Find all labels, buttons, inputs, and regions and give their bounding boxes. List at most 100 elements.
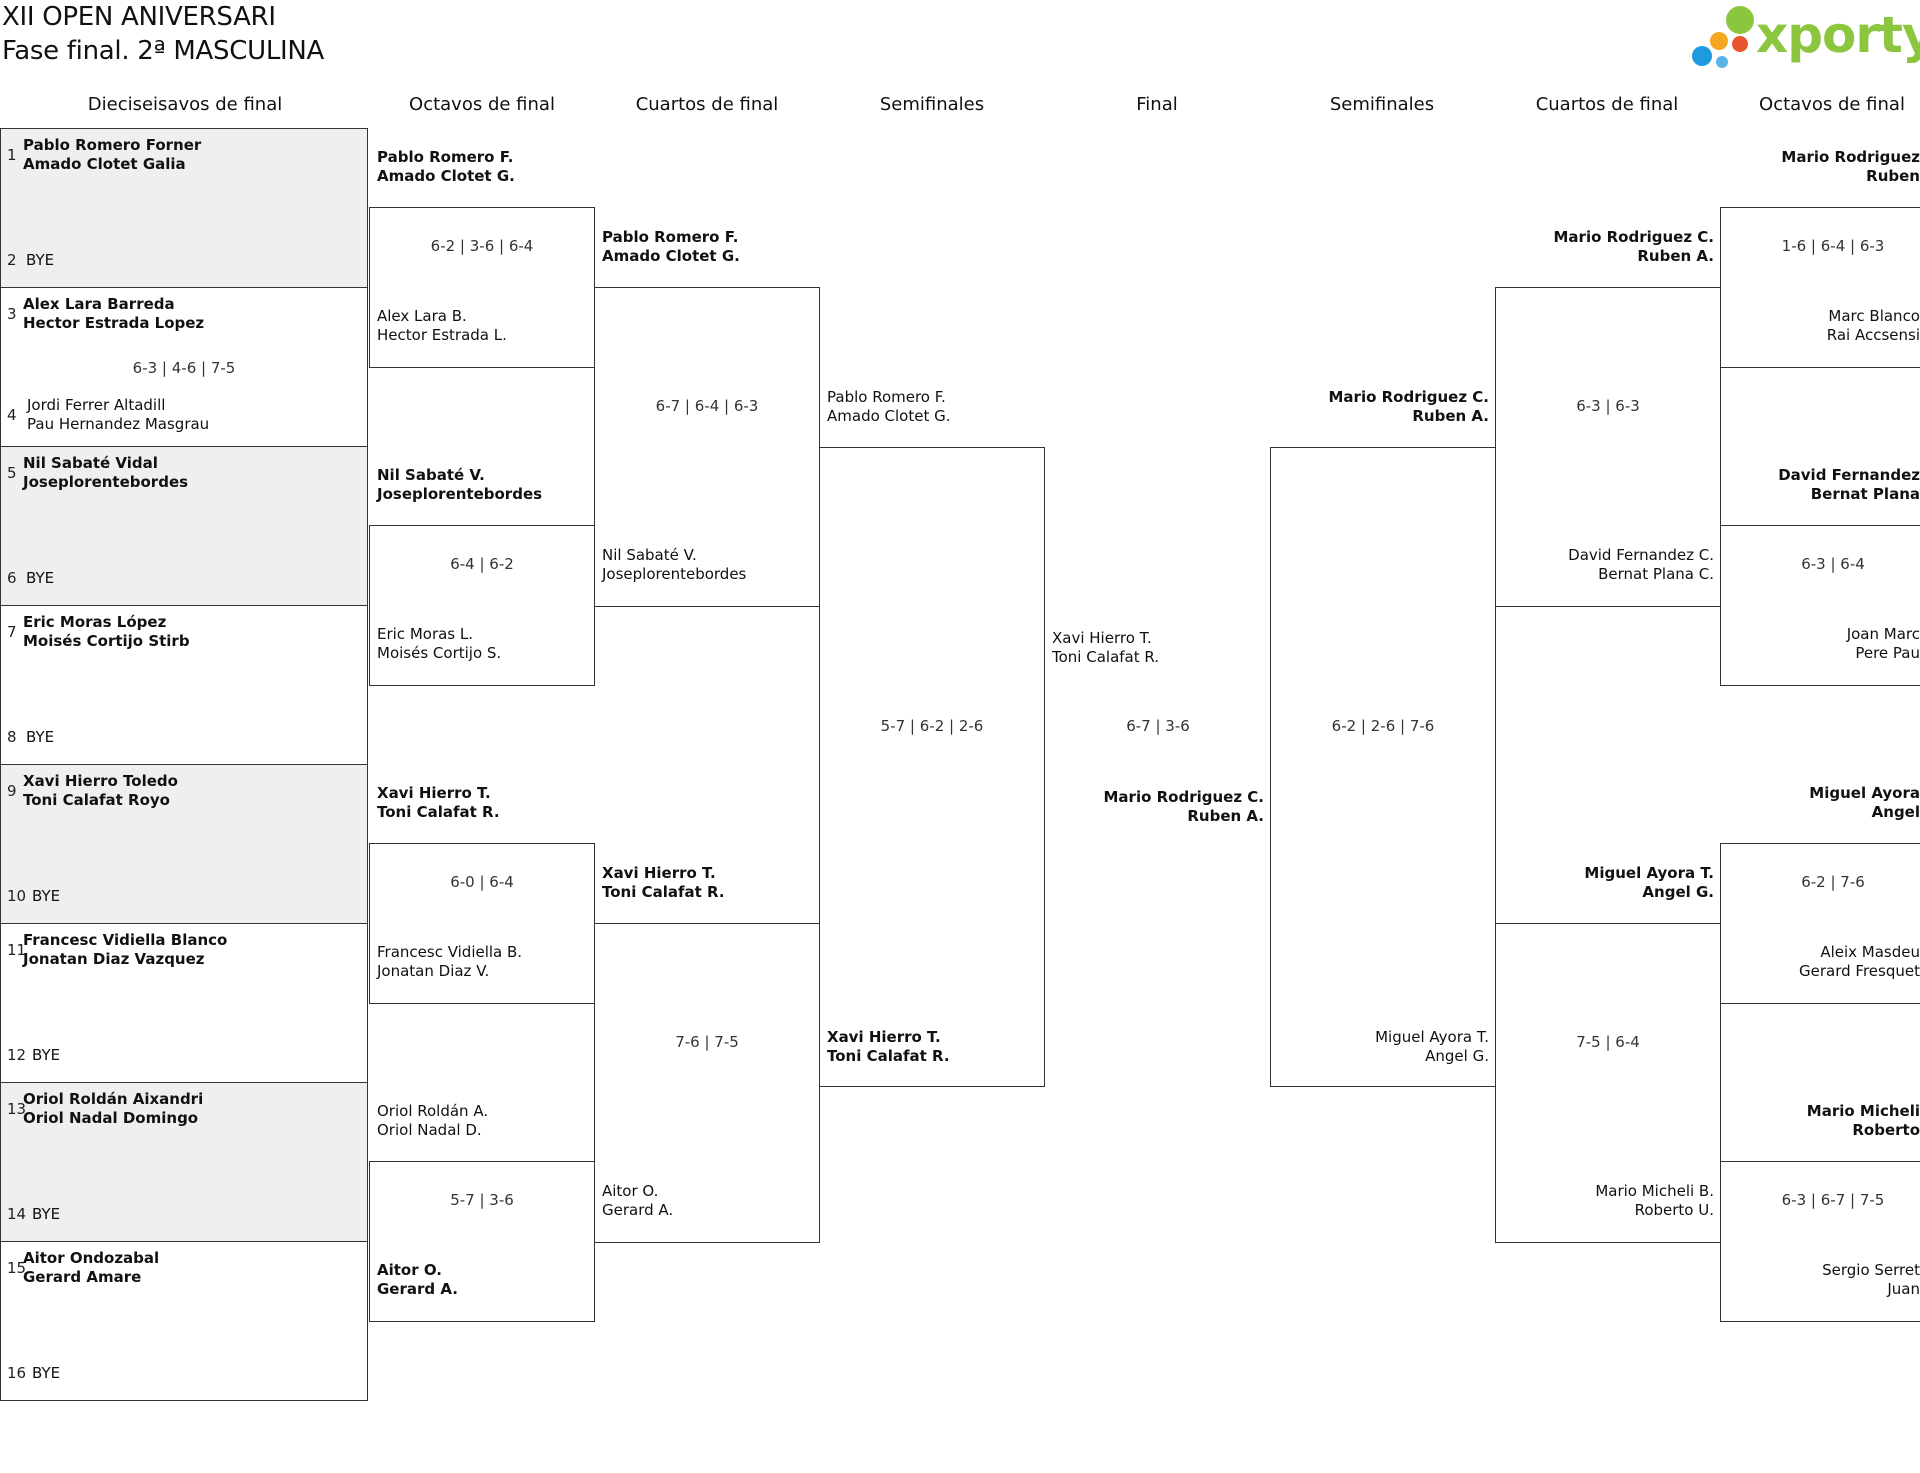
player-name: Joan Marc: [1846, 625, 1920, 643]
player-name: Eric Moras L.: [377, 625, 474, 643]
seed-number: 7: [7, 623, 17, 641]
bracket-connector: [1270, 447, 1496, 1087]
player-name: Miguel Ayora T.: [1584, 864, 1714, 882]
bracket-connector: [1720, 843, 1920, 1004]
player-name: Pere Pau: [1855, 644, 1920, 662]
player-name: Pablo Romero Forner: [23, 136, 202, 154]
player-name: Ruben A.: [1187, 807, 1264, 825]
player-name: Oriol Roldán A.: [377, 1102, 489, 1120]
match-box-r16: [0, 923, 368, 1083]
player-name: Miguel Ayora: [1809, 784, 1920, 802]
logo-dot-green-icon: [1726, 6, 1754, 34]
player-name: Nil Sabaté V.: [377, 466, 485, 484]
player-name: Xavi Hierro T.: [1052, 629, 1152, 647]
player-name: Hector Estrada Lopez: [23, 314, 205, 332]
player-name: Pablo Romero F.: [602, 228, 739, 246]
player-name: Mario Rodriguez C.: [1328, 388, 1490, 406]
seed-number: 2: [7, 251, 17, 269]
match-box-r16: [0, 1241, 368, 1401]
player-name: Toni Calafat R.: [377, 803, 500, 821]
match-score: 6-3 | 6-4: [1801, 555, 1865, 573]
bracket-connector: [1495, 923, 1721, 1243]
player-name: Hector Estrada L.: [377, 326, 507, 344]
match-score: 5-7 | 3-6: [450, 1191, 514, 1209]
logo-dot-blue-icon: [1692, 46, 1712, 66]
match-score: 6-2 | 7-6: [1801, 873, 1865, 891]
player-name: Xavi Hierro T.: [377, 784, 491, 802]
match-box-r16: [0, 128, 368, 288]
player-name: BYE: [32, 887, 61, 905]
match-score: 6-7 | 6-4 | 6-3: [655, 397, 759, 415]
player-name: Rai Accsensi: [1826, 326, 1920, 344]
player-name: Juan: [1887, 1280, 1920, 1298]
player-name: Francesc Vidiella Blanco: [23, 931, 228, 949]
seed-number: 6: [7, 569, 17, 587]
match-score: 6-3 | 4-6 | 7-5: [132, 359, 236, 377]
player-name: BYE: [26, 569, 55, 587]
player-name: BYE: [26, 728, 55, 746]
player-name: Francesc Vidiella B.: [377, 943, 523, 961]
player-name: Alex Lara B.: [377, 307, 467, 325]
player-name: Gerard A.: [602, 1201, 674, 1219]
player-name: Xavi Hierro T.: [602, 864, 716, 882]
player-name: Oriol Roldán Aixandri: [23, 1090, 204, 1108]
player-name: Angel: [1871, 803, 1920, 821]
seed-number: 11: [7, 941, 27, 959]
player-name: Moisés Cortijo Stirb: [23, 632, 190, 650]
seed-number: 3: [7, 305, 17, 323]
player-name: Nil Sabaté V.: [602, 546, 697, 564]
player-name: Sergio Serret: [1822, 1261, 1920, 1279]
column-header: Octavos de final: [409, 94, 555, 115]
match-score: 6-2 | 2-6 | 7-6: [1331, 717, 1435, 735]
player-name: Mario Rodriguez C.: [1103, 788, 1265, 806]
player-name: Amado Clotet G.: [377, 167, 515, 185]
player-name: Ruben: [1866, 167, 1920, 185]
column-header: Semifinales: [879, 94, 985, 115]
player-name: Oriol Nadal Domingo: [23, 1109, 199, 1127]
match-score: 6-7 | 3-6: [1126, 717, 1190, 735]
player-name: Aitor O.: [377, 1261, 442, 1279]
player-name: Gerard Fresquet: [1799, 962, 1920, 980]
player-name: Mario Micheli B.: [1595, 1182, 1714, 1200]
logo-text: xporty: [1756, 6, 1920, 64]
logo-dot-lightblue-icon: [1716, 56, 1728, 68]
player-name: BYE: [32, 1205, 61, 1223]
player-name: Toni Calafat R.: [602, 883, 725, 901]
player-name: Amado Clotet G.: [827, 407, 951, 425]
seed-number: 12: [7, 1046, 27, 1064]
player-name: Roberto U.: [1634, 1201, 1714, 1219]
player-name: Nil Sabaté Vidal: [23, 454, 158, 472]
player-name: Aitor O.: [602, 1182, 659, 1200]
match-box-r16: [0, 287, 368, 447]
seed-number: 15: [7, 1259, 27, 1277]
player-name: Aleix Masdeu: [1820, 943, 1920, 961]
player-name: Roberto: [1852, 1121, 1920, 1139]
match-score: 6-3 | 6-3: [1576, 397, 1640, 415]
match-score: 1-6 | 6-4 | 6-3: [1781, 237, 1885, 255]
player-name: Miguel Ayora T.: [1375, 1028, 1489, 1046]
player-name: Angel G.: [1642, 883, 1714, 901]
player-name: Xavi Hierro Toledo: [23, 772, 178, 790]
player-name: Eric Moras López: [23, 613, 167, 631]
player-name: BYE: [32, 1046, 61, 1064]
seed-number: 14: [7, 1205, 27, 1223]
match-score: 5-7 | 6-2 | 2-6: [880, 717, 984, 735]
bracket-connector: [1720, 1161, 1920, 1322]
page-title: XII OPEN ANIVERSARI: [2, 2, 276, 32]
player-name: Amado Clotet Galia: [23, 155, 186, 173]
seed-number: 5: [7, 464, 17, 482]
player-name: Jordi Ferrer Altadill: [27, 396, 166, 414]
match-box-r16: [0, 1082, 368, 1242]
player-name: Pau Hernandez Masgrau: [27, 415, 210, 433]
player-name: Alex Lara Barreda: [23, 295, 175, 313]
match-box-r16: [0, 764, 368, 924]
player-name: Jonatan Diaz V.: [377, 962, 490, 980]
player-name: Toni Calafat R.: [1052, 648, 1160, 666]
column-header: Octavos de final: [1759, 94, 1905, 115]
seed-number: 4: [7, 406, 17, 424]
bracket-connector: [1720, 207, 1920, 368]
seed-number: 9: [7, 782, 17, 800]
column-header: Final: [1136, 94, 1178, 115]
player-name: Amado Clotet G.: [602, 247, 740, 265]
player-name: Mario Rodriguez C.: [1553, 228, 1715, 246]
